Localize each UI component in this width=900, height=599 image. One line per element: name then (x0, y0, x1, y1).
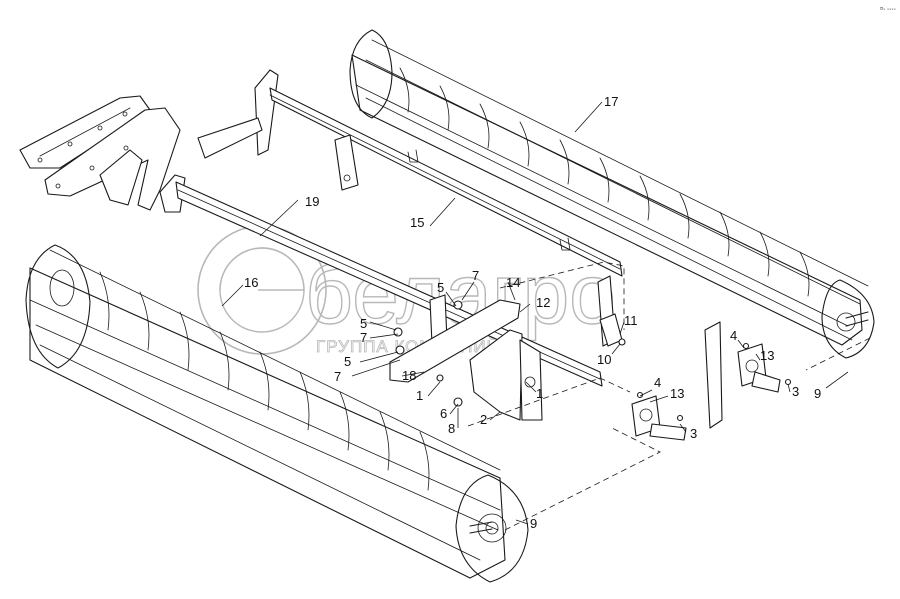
callout-5: 5 (360, 316, 367, 331)
callout-5: 5 (437, 280, 444, 295)
callout-19: 19 (305, 194, 319, 209)
assembly-lines (467, 261, 871, 531)
bracket-assembly (389, 299, 792, 441)
callout-12: 12 (536, 295, 550, 310)
frame (159, 69, 723, 429)
callout-3: 3 (792, 384, 799, 399)
callout-9: 9 (814, 386, 821, 401)
callout-8: 8 (448, 421, 455, 436)
callout-1: 1 (416, 388, 423, 403)
callout-17: 17 (604, 94, 618, 109)
leader-lines (221, 101, 849, 525)
callout-13: 13 (670, 386, 684, 401)
callout-1: 1 (536, 386, 543, 401)
callout-4: 4 (654, 375, 661, 390)
callout-7: 7 (334, 369, 341, 384)
callout-9: 9 (530, 516, 537, 531)
callout-2: 2 (480, 412, 487, 427)
callout-7: 7 (360, 330, 367, 345)
hitch-arms (19, 95, 181, 211)
front-roller (25, 244, 529, 583)
callout-16: 16 (244, 275, 258, 290)
corner-code: ¤ₓ ₓₓₓₓ (880, 6, 896, 12)
callout-6: 6 (440, 406, 447, 421)
callout-4: 4 (730, 328, 737, 343)
callout-14: 14 (506, 275, 520, 290)
callout-5: 5 (344, 354, 351, 369)
rear-roller (349, 29, 875, 359)
callout-7: 7 (472, 268, 479, 283)
callout-18: 18 (402, 368, 416, 383)
callout-13: 13 (760, 348, 774, 363)
callout-15: 15 (410, 215, 424, 230)
callout-11: 11 (624, 313, 638, 328)
callout-10: 10 (597, 352, 611, 367)
callouts: 17 19 15 16 7 5 14 12 5 7 5 7 18 1 1 6 2… (244, 94, 821, 531)
callout-3: 3 (690, 426, 697, 441)
